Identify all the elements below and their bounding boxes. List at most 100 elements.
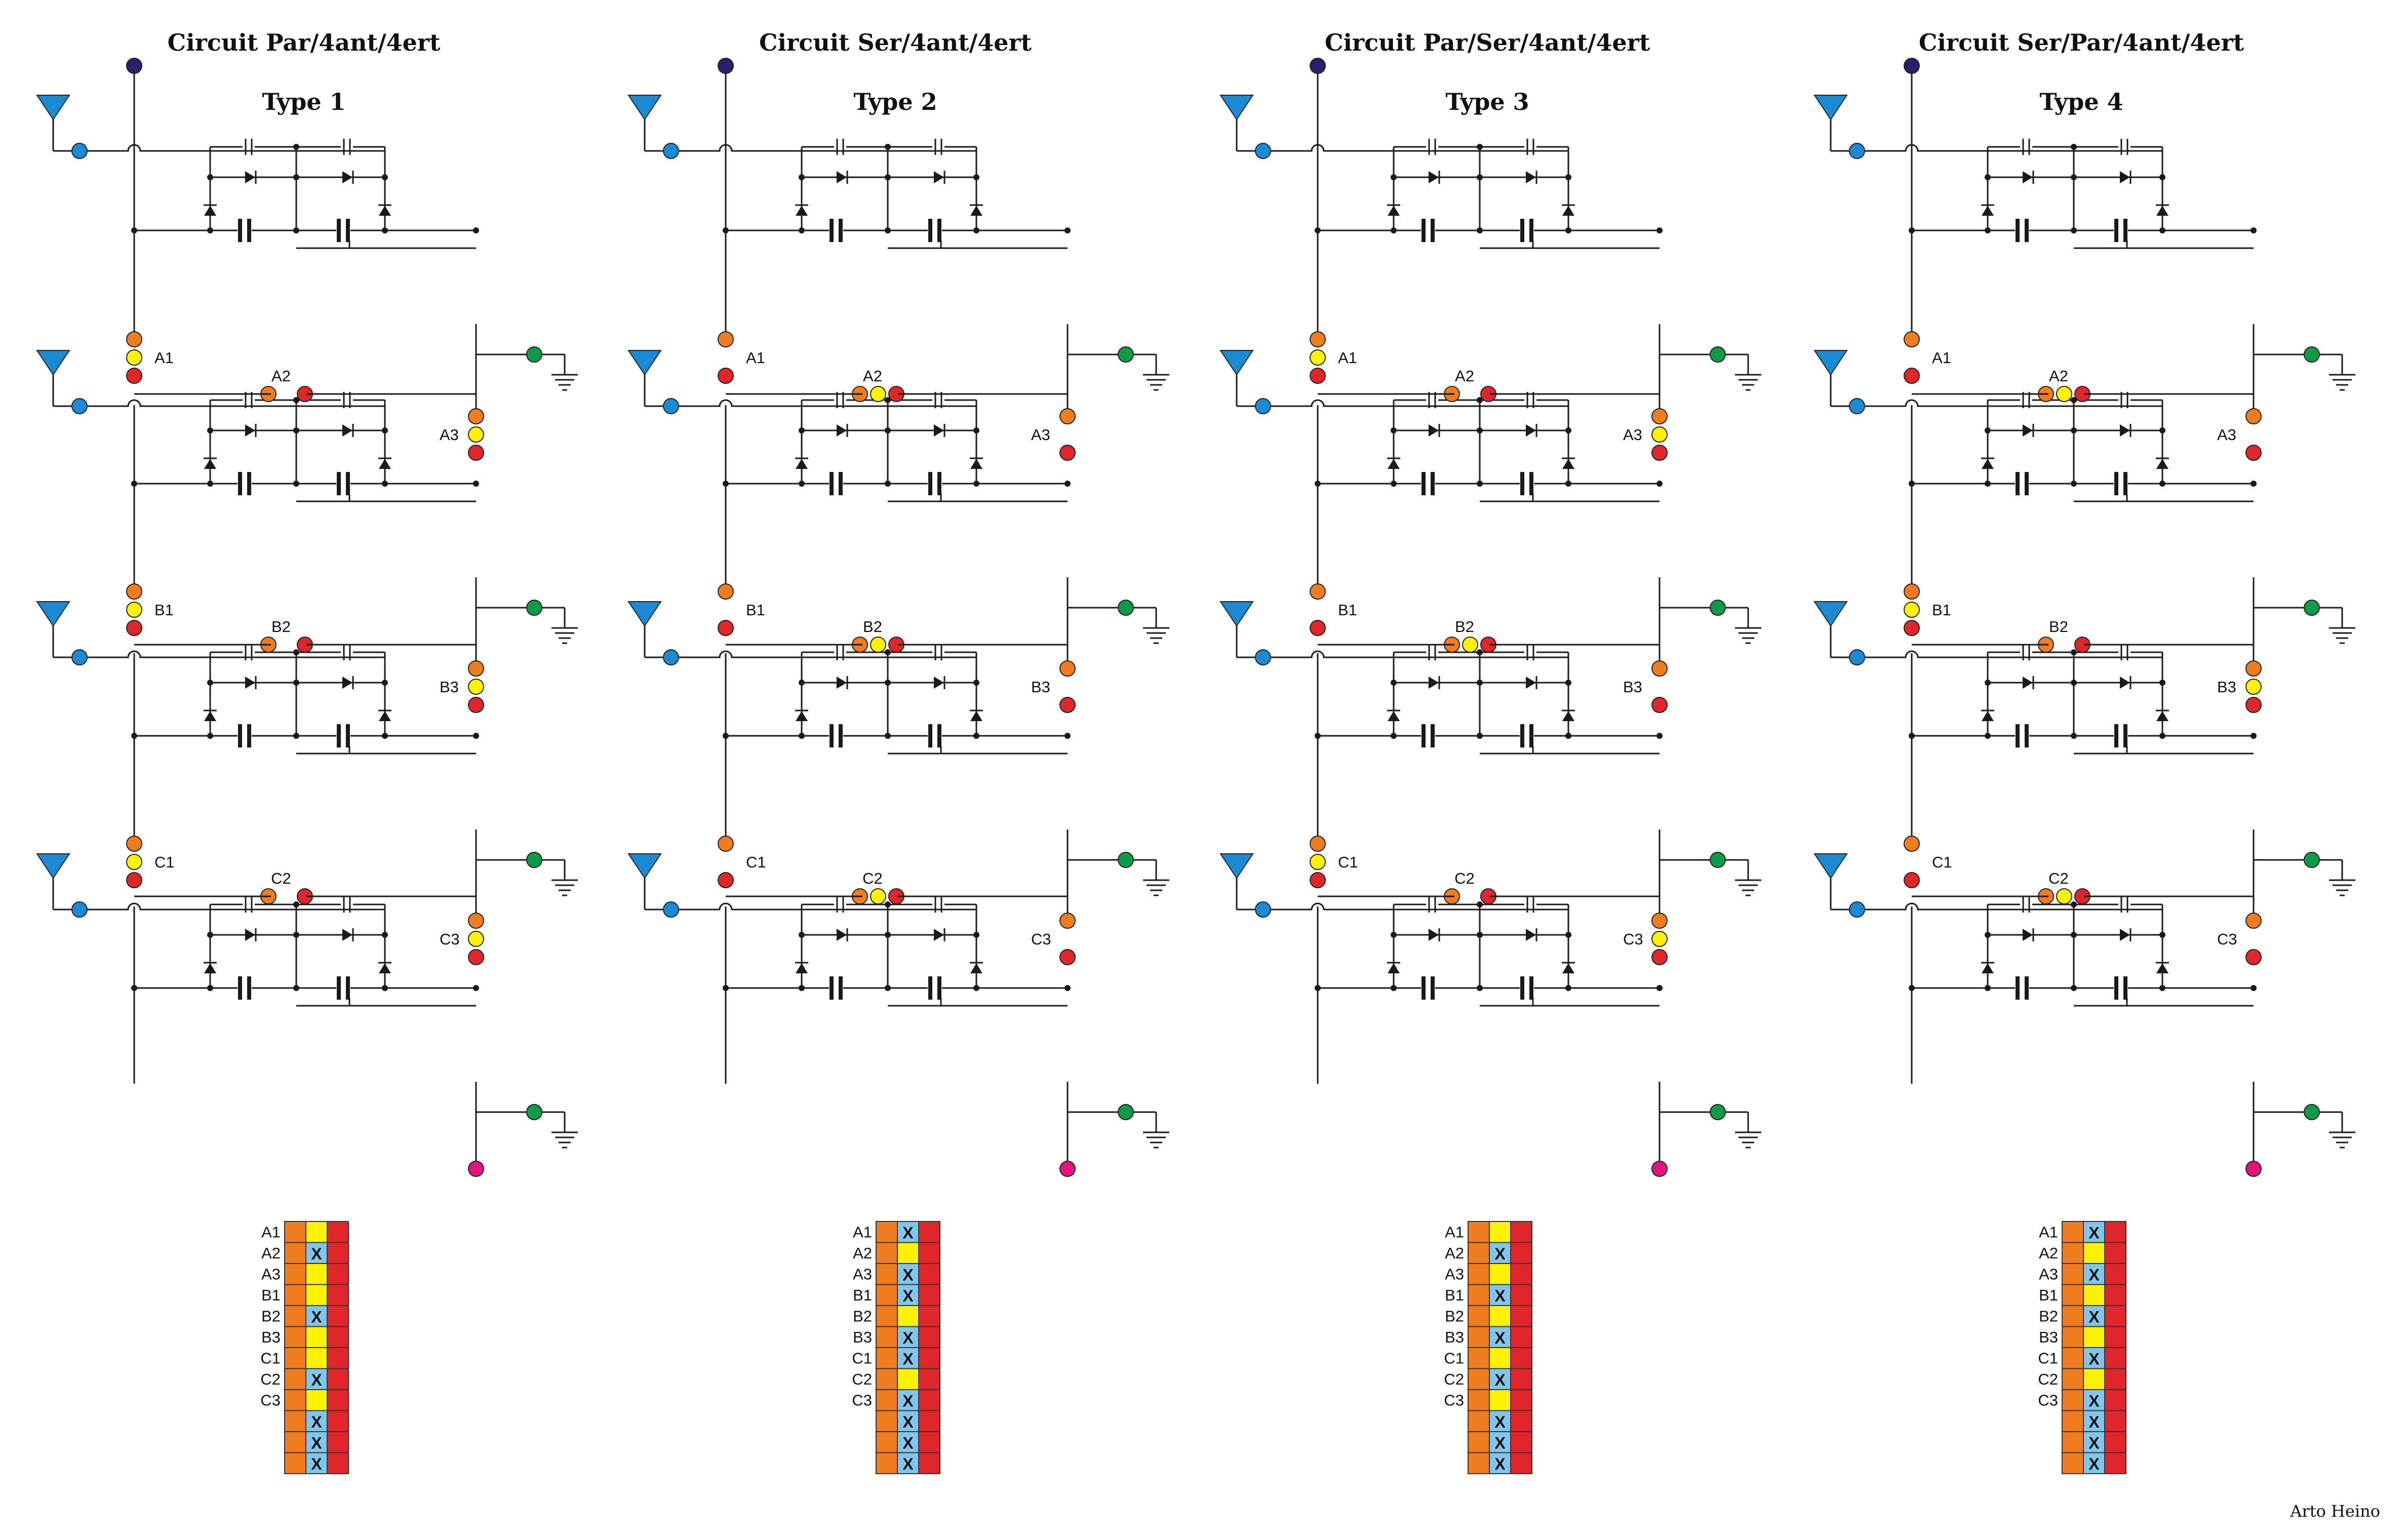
junction-dot bbox=[1565, 227, 1571, 233]
junction-dot bbox=[1391, 932, 1397, 938]
diode-icon bbox=[1429, 677, 1439, 689]
junction-dot bbox=[2071, 649, 2077, 655]
junction-dot bbox=[207, 733, 213, 739]
capacitor-plate bbox=[2025, 724, 2029, 747]
switch-contact-red bbox=[2245, 445, 2262, 461]
antenna-icon bbox=[1813, 95, 1848, 121]
switch-label: C3 bbox=[2217, 930, 2237, 948]
capacitor-plate bbox=[830, 219, 834, 242]
table-cell-orange bbox=[876, 1410, 898, 1432]
junction-dot bbox=[799, 680, 805, 686]
table-cell-orange bbox=[876, 1305, 898, 1327]
capacitor-plate bbox=[2123, 219, 2127, 242]
table-x-mark: X bbox=[311, 1308, 322, 1326]
capacitor-gap bbox=[1426, 646, 1438, 658]
junction-dot bbox=[207, 932, 213, 938]
table-cell-red bbox=[327, 1452, 349, 1474]
capacitor-plate bbox=[937, 219, 941, 242]
switch-label: A1 bbox=[746, 349, 765, 367]
table-x-mark: X bbox=[1494, 1371, 1506, 1389]
table-cell-red bbox=[918, 1368, 940, 1390]
capacitor-plate bbox=[2025, 472, 2029, 495]
table-cell-red bbox=[1510, 1326, 1532, 1348]
table-row-label: A1 bbox=[853, 1224, 872, 1241]
antenna-terminal bbox=[71, 143, 88, 159]
switch-contact-orange bbox=[1059, 408, 1076, 424]
switch-contact-red bbox=[1059, 445, 1076, 461]
junction-dot bbox=[207, 174, 213, 180]
capacitor-plate bbox=[1520, 219, 1524, 242]
table-cell-yellow bbox=[2083, 1284, 2105, 1306]
table-cell-yellow bbox=[1489, 1263, 1511, 1285]
switch-contact-red bbox=[1904, 368, 1920, 384]
junction-dot bbox=[1477, 901, 1483, 907]
capacitor-plate bbox=[337, 219, 341, 242]
table-cell-orange bbox=[876, 1347, 898, 1369]
table-x-mark: X bbox=[1494, 1245, 1506, 1263]
table-cell-red bbox=[918, 1263, 940, 1285]
diode-icon bbox=[379, 963, 391, 973]
antenna-icon bbox=[1813, 853, 1848, 879]
junction-dot bbox=[473, 481, 479, 487]
table-cell-orange bbox=[284, 1263, 306, 1285]
switch-contact-red bbox=[1904, 620, 1920, 636]
table-cell-yellow bbox=[897, 1242, 919, 1264]
panel-title: Circuit Par/Ser/4ant/4ert bbox=[1325, 29, 1650, 56]
top-terminal bbox=[1904, 58, 1920, 74]
panel-type-label: Type 1 bbox=[262, 88, 345, 115]
diode-icon bbox=[934, 677, 944, 689]
ground-terminal bbox=[2304, 600, 2320, 616]
antenna-terminal bbox=[1255, 143, 1271, 159]
table-cell-yellow bbox=[2083, 1368, 2105, 1390]
capacitor-plate bbox=[937, 472, 941, 495]
antenna-terminal bbox=[1255, 901, 1271, 918]
switch-contact-red bbox=[1651, 697, 1668, 713]
capacitor-plate bbox=[1422, 724, 1426, 747]
capacitor-plate bbox=[1431, 724, 1435, 747]
capacitor-plate bbox=[2114, 976, 2118, 1000]
table-x-mark: X bbox=[1494, 1434, 1506, 1452]
capacitor-plate bbox=[830, 724, 834, 747]
junction-dot bbox=[207, 227, 213, 233]
capacitor-plate bbox=[830, 472, 834, 495]
table-cell-red bbox=[327, 1410, 349, 1432]
wire bbox=[1865, 399, 2162, 407]
ground-terminal bbox=[1710, 600, 1726, 616]
capacitor-plate bbox=[2114, 472, 2118, 495]
junction-dot bbox=[1565, 174, 1571, 180]
table-cell-red bbox=[2104, 1389, 2126, 1411]
antenna-icon bbox=[1219, 350, 1254, 376]
table-row-label: C2 bbox=[2038, 1370, 2058, 1388]
junction-dot bbox=[885, 227, 891, 233]
junction-dot bbox=[382, 932, 388, 938]
capacitor-plate bbox=[1431, 976, 1435, 1000]
switch-label: B2 bbox=[863, 618, 882, 636]
diode-icon bbox=[1526, 171, 1536, 183]
junction-dot bbox=[1565, 932, 1571, 938]
junction-dot bbox=[799, 733, 805, 739]
table-cell-yellow bbox=[305, 1221, 328, 1243]
junction-dot bbox=[2251, 481, 2257, 487]
junction-dot bbox=[2071, 144, 2077, 150]
switch-contact-red bbox=[718, 620, 734, 636]
diode-icon bbox=[837, 171, 847, 183]
table-row-label: C2 bbox=[260, 1370, 281, 1388]
table-row-label: C3 bbox=[2038, 1392, 2058, 1409]
junction-dot bbox=[885, 901, 891, 907]
diode-icon bbox=[1429, 171, 1439, 183]
table-row-label: B2 bbox=[2039, 1308, 2058, 1325]
junction-dot bbox=[1477, 649, 1483, 655]
antenna-terminal bbox=[1849, 649, 1865, 665]
table-row-label: C1 bbox=[852, 1350, 872, 1367]
junction-dot bbox=[473, 985, 479, 991]
table-cell-yellow bbox=[1489, 1221, 1511, 1243]
capacitor-plate bbox=[2016, 472, 2020, 495]
switch-label: B3 bbox=[2217, 678, 2236, 696]
switch-contact-orange bbox=[1059, 660, 1076, 677]
diode-icon bbox=[1526, 929, 1536, 941]
antenna-terminal bbox=[663, 398, 679, 414]
antenna-terminal bbox=[71, 398, 88, 414]
diode-icon bbox=[2023, 171, 2033, 183]
capacitor-plate bbox=[337, 976, 341, 1000]
junction-dot bbox=[885, 397, 891, 403]
